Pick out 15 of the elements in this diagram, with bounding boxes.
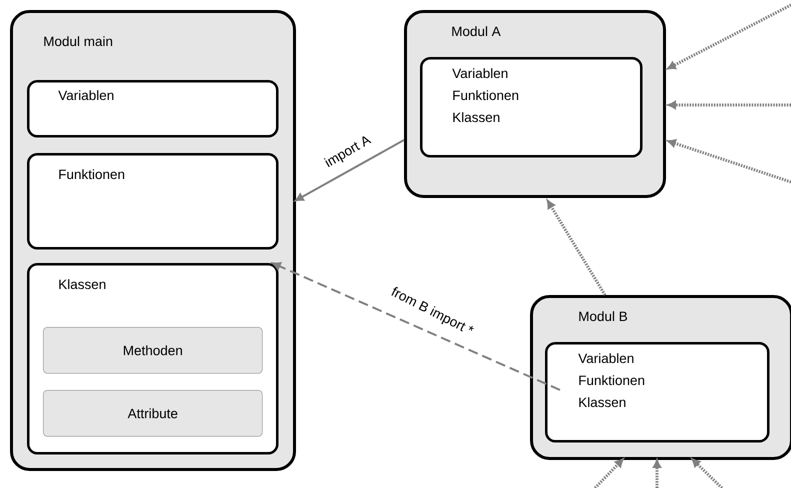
content-box: Variablen Funktionen Klassen <box>545 342 770 442</box>
arrow <box>653 460 661 488</box>
arrow <box>295 139 404 202</box>
member-box: Attribute <box>43 390 263 437</box>
content-box: Variablen <box>27 80 278 138</box>
arrow <box>546 200 606 296</box>
arrow <box>667 4 791 70</box>
member-box: Methoden <box>43 327 263 374</box>
content-box: Funktionen <box>27 153 278 250</box>
arrow <box>594 458 624 488</box>
arrow <box>668 101 791 109</box>
arrow <box>692 458 724 488</box>
content-box: Variablen Funktionen Klassen <box>420 57 642 158</box>
arrow <box>272 262 560 391</box>
arrow <box>668 139 791 184</box>
